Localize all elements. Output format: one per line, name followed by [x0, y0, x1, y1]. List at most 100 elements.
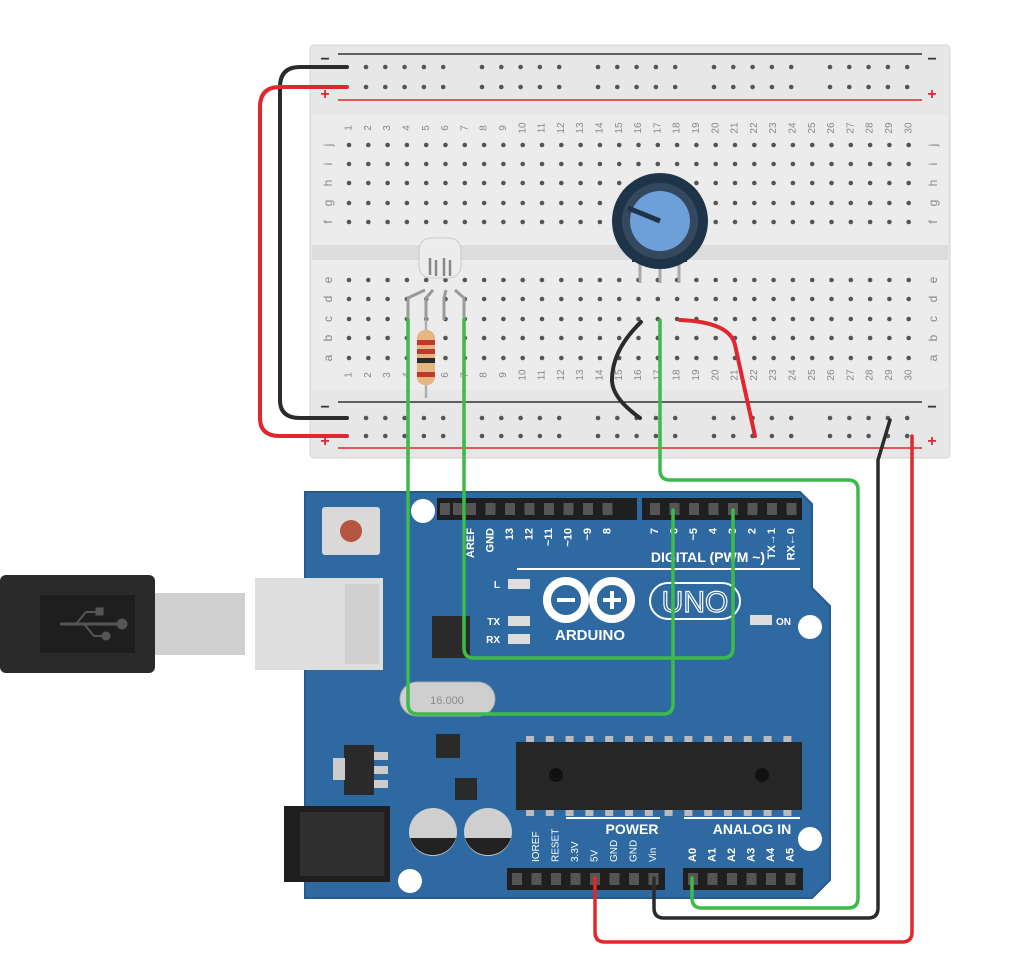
header-socket[interactable] — [767, 503, 777, 515]
breadboard-hole[interactable] — [481, 335, 487, 341]
breadboard-hole[interactable] — [481, 296, 487, 302]
breadboard-hole[interactable] — [809, 200, 815, 206]
rail-hole[interactable] — [788, 64, 794, 70]
breadboard-hole[interactable] — [848, 161, 854, 167]
breadboard-hole[interactable] — [713, 355, 718, 361]
breadboard-hole[interactable] — [867, 277, 873, 283]
breadboard-hole[interactable] — [829, 355, 834, 361]
breadboard-hole[interactable] — [829, 161, 834, 167]
breadboard-hole[interactable] — [559, 296, 564, 302]
breadboard-hole[interactable] — [346, 355, 352, 361]
rail-hole[interactable] — [653, 415, 659, 421]
breadboard-hole[interactable] — [713, 200, 718, 206]
rail-hole[interactable] — [537, 415, 543, 421]
breadboard-hole[interactable] — [597, 277, 603, 283]
breadboard-hole[interactable] — [481, 180, 487, 186]
rail-hole[interactable] — [847, 433, 852, 439]
breadboard-hole[interactable] — [501, 219, 506, 225]
breadboard-hole[interactable] — [752, 200, 757, 206]
rail-hole[interactable] — [499, 433, 504, 439]
breadboard-hole[interactable] — [887, 316, 892, 322]
breadboard-hole[interactable] — [694, 277, 699, 283]
breadboard-hole[interactable] — [385, 355, 390, 361]
breadboard-hole[interactable] — [771, 219, 776, 225]
breadboard-hole[interactable] — [616, 335, 622, 341]
rail-hole[interactable] — [866, 84, 871, 90]
header-socket[interactable] — [551, 873, 561, 885]
breadboard-hole[interactable] — [790, 180, 796, 186]
rail-hole[interactable] — [827, 84, 833, 90]
rail-hole[interactable] — [731, 64, 736, 70]
breadboard-hole[interactable] — [732, 316, 738, 322]
breadboard-hole[interactable] — [559, 355, 564, 361]
breadboard-hole[interactable] — [732, 180, 738, 186]
rail-hole[interactable] — [711, 64, 717, 70]
breadboard-hole[interactable] — [423, 161, 429, 167]
rail-hole[interactable] — [421, 415, 427, 421]
breadboard-hole[interactable] — [385, 296, 390, 302]
breadboard-hole[interactable] — [732, 277, 738, 283]
breadboard-hole[interactable] — [694, 161, 699, 167]
breadboard-hole[interactable] — [906, 296, 911, 302]
breadboard-hole[interactable] — [636, 161, 641, 167]
header-socket[interactable] — [505, 503, 515, 515]
rail-hole[interactable] — [537, 84, 543, 90]
breadboard-hole[interactable] — [539, 355, 545, 361]
breadboard-hole[interactable] — [423, 142, 429, 148]
breadboard-hole[interactable] — [713, 161, 718, 167]
breadboard-hole[interactable] — [520, 161, 525, 167]
breadboard-hole[interactable] — [752, 296, 757, 302]
rail-hole[interactable] — [383, 415, 388, 421]
breadboard-hole[interactable] — [462, 180, 468, 186]
breadboard-hole[interactable] — [887, 161, 892, 167]
rail-hole[interactable] — [866, 415, 871, 421]
potentiometer[interactable] — [612, 173, 708, 283]
breadboard-hole[interactable] — [674, 355, 680, 361]
rail-hole[interactable] — [653, 64, 659, 70]
breadboard-hole[interactable] — [423, 180, 429, 186]
breadboard-hole[interactable] — [520, 355, 525, 361]
breadboard-hole[interactable] — [559, 219, 564, 225]
breadboard-hole[interactable] — [481, 142, 487, 148]
breadboard-hole[interactable] — [539, 219, 545, 225]
rail-hole[interactable] — [827, 433, 833, 439]
breadboard-hole[interactable] — [578, 277, 583, 283]
breadboard-hole[interactable] — [829, 316, 834, 322]
breadboard-hole[interactable] — [848, 142, 854, 148]
breadboard-hole[interactable] — [481, 316, 487, 322]
breadboard-hole[interactable] — [520, 277, 525, 283]
rail-hole[interactable] — [672, 433, 678, 439]
breadboard-hole[interactable] — [790, 335, 796, 341]
rail-hole[interactable] — [421, 433, 427, 439]
breadboard-hole[interactable] — [713, 219, 718, 225]
breadboard-hole[interactable] — [829, 277, 834, 283]
breadboard-hole[interactable] — [752, 316, 757, 322]
breadboard-hole[interactable] — [443, 219, 448, 225]
rail-hole[interactable] — [750, 64, 755, 70]
breadboard-hole[interactable] — [906, 161, 911, 167]
breadboard-hole[interactable] — [366, 142, 371, 148]
breadboard-hole[interactable] — [732, 219, 738, 225]
breadboard-hole[interactable] — [848, 296, 854, 302]
breadboard-hole[interactable] — [674, 296, 680, 302]
breadboard-hole[interactable] — [809, 219, 815, 225]
breadboard-hole[interactable] — [462, 161, 468, 167]
header-socket[interactable] — [727, 873, 737, 885]
breadboard-hole[interactable] — [578, 180, 583, 186]
rail-hole[interactable] — [731, 433, 736, 439]
breadboard-hole[interactable] — [752, 180, 757, 186]
breadboard-hole[interactable] — [906, 219, 911, 225]
breadboard-hole[interactable] — [443, 355, 448, 361]
breadboard-hole[interactable] — [809, 355, 815, 361]
breadboard-hole[interactable] — [713, 316, 718, 322]
breadboard-hole[interactable] — [404, 219, 410, 225]
rail-hole[interactable] — [711, 84, 717, 90]
rail-hole[interactable] — [556, 415, 562, 421]
breadboard-hole[interactable] — [848, 200, 854, 206]
header-socket[interactable] — [746, 873, 757, 885]
rail-hole[interactable] — [595, 84, 601, 90]
breadboard-hole[interactable] — [809, 161, 815, 167]
breadboard-hole[interactable] — [771, 200, 776, 206]
reset-button-cap[interactable] — [340, 520, 362, 542]
breadboard-hole[interactable] — [559, 180, 564, 186]
